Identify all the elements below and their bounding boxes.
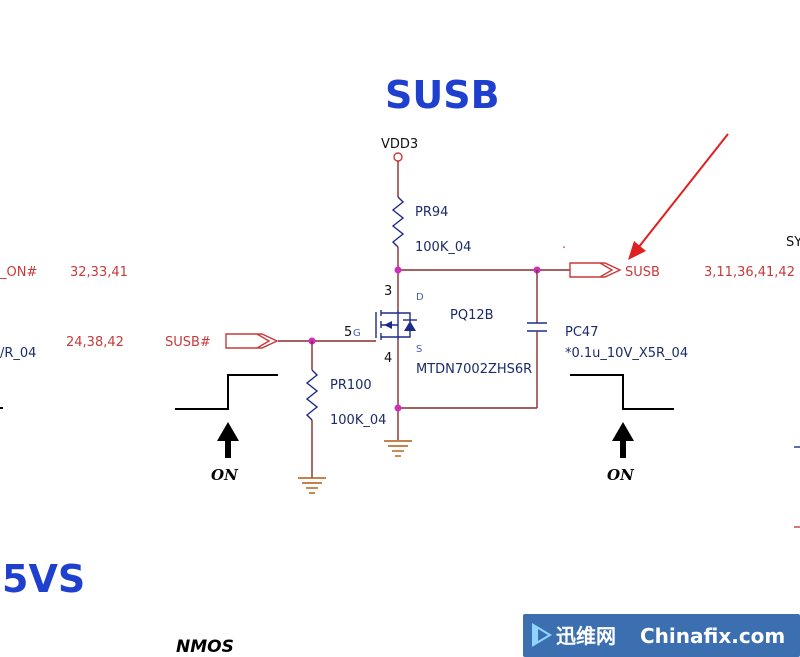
- left-net-1-name: _ON#: [0, 265, 37, 280]
- bottom-title: 5VS: [2, 557, 85, 601]
- susb-net-pages: 3,11,36,41,42: [704, 265, 795, 280]
- ground-symbol-pr100: [298, 477, 326, 494]
- watermark: 迅维网 Chinafix.com: [523, 614, 800, 657]
- watermark-cn: 迅维网: [556, 624, 616, 648]
- up-arrow-right-icon: [612, 422, 634, 458]
- left-net-2: /R_04: [0, 346, 36, 361]
- pc47-value: *0.1u_10V_X5R_04: [565, 346, 688, 361]
- resistor-pr94: [391, 196, 405, 248]
- nmos-label: NMOS: [176, 637, 234, 657]
- pc47-ref: PC47: [565, 325, 598, 340]
- drain-pin-number: 3: [384, 284, 392, 299]
- source-pin-letter: S: [416, 344, 422, 355]
- gate-pin-number: 5: [344, 325, 352, 340]
- on-label-right: ON: [607, 466, 635, 484]
- left-net-1-pages: 32,33,41: [70, 265, 128, 280]
- capacitor-pc47: [527, 322, 547, 332]
- susb-input-name: SUSB#: [165, 335, 211, 350]
- waveform-left: [175, 374, 278, 410]
- vdd3-label: VDD3: [381, 137, 418, 152]
- watermark-en: Chinafix.com: [640, 624, 785, 648]
- junction-source: [394, 404, 402, 412]
- susb-input-pages: 24,38,42: [66, 335, 124, 350]
- drain-pin-letter: D: [416, 292, 424, 303]
- pr100-value: 100K_04: [330, 413, 386, 428]
- susb-port-chevron: [599, 262, 614, 278]
- watermark-box: [523, 614, 800, 657]
- page-title: SUSB: [385, 73, 500, 117]
- pr94-ref: PR94: [415, 205, 448, 220]
- pq12b-ref: PQ12B: [450, 308, 494, 323]
- transistor-pq12b: [375, 310, 417, 340]
- annotation-arrow: [628, 133, 729, 260]
- susb-net-name: SUSB: [625, 265, 660, 280]
- pr94-value: 100K_04: [415, 240, 471, 255]
- resistor-pr100: [305, 369, 319, 421]
- small-dot: ·: [562, 241, 566, 256]
- source-pin-number: 4: [384, 351, 392, 366]
- vdd3-terminal: [393, 152, 403, 162]
- watermark-logo-icon: [532, 623, 552, 647]
- gate-pin-letter: G: [353, 328, 361, 339]
- junction-drain: [394, 266, 402, 274]
- pq12b-part: MTDN7002ZHS6R: [416, 362, 532, 377]
- pr100-ref: PR100: [330, 378, 372, 393]
- ground-symbol-main: [384, 440, 412, 457]
- susb-output-port: [569, 262, 622, 278]
- on-label-left: ON: [211, 466, 239, 484]
- right-cut-text: SY: [786, 235, 800, 250]
- susb-input-chevron: [256, 333, 271, 349]
- waveform-right: [570, 374, 674, 410]
- up-arrow-left-icon: [217, 422, 239, 458]
